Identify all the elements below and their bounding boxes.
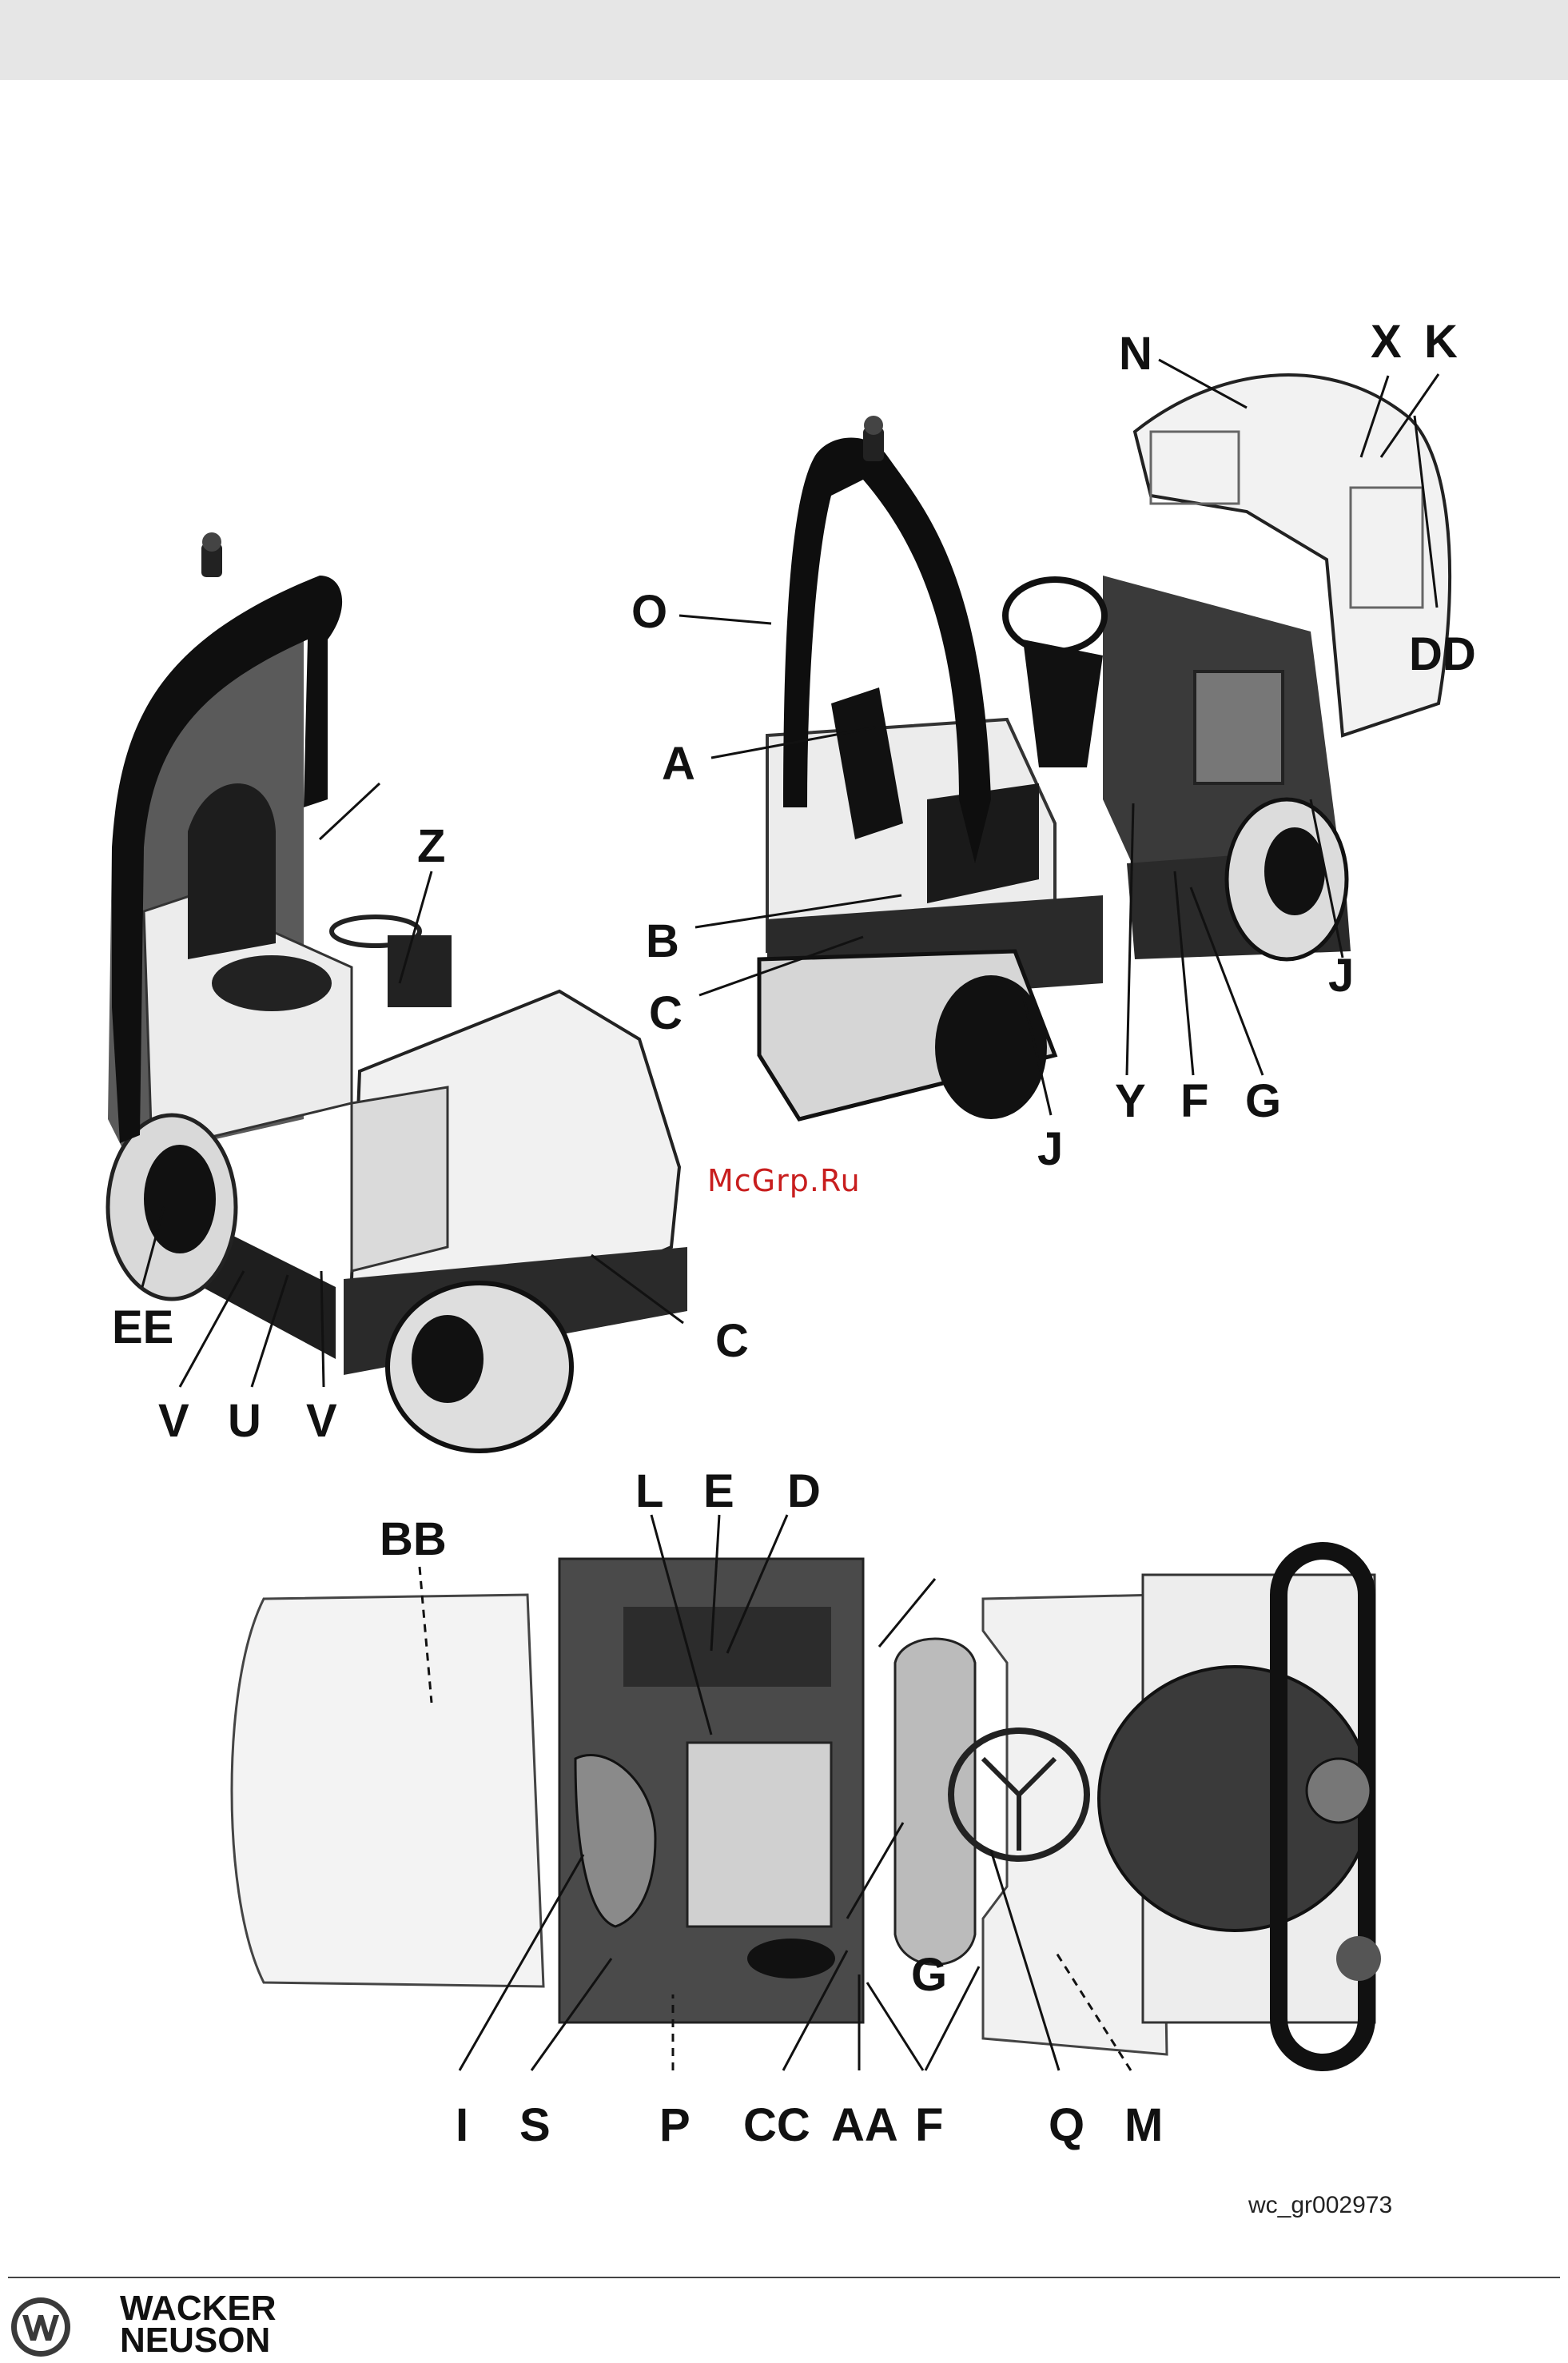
roller-hood-open-view (759, 375, 1450, 1119)
callout-j-center: J (1037, 1123, 1063, 1175)
callout-y: Y (1115, 1075, 1146, 1127)
callout-dd: DD (1409, 628, 1476, 680)
callout-c-left: C (715, 1315, 749, 1367)
callout-v-right: V (306, 1395, 337, 1447)
callout-n: N (1119, 328, 1152, 380)
callout-g-bottom: G (911, 1949, 947, 2001)
callout-p: P (659, 2099, 690, 2151)
callout-g-top: G (1245, 1075, 1281, 1127)
callout-s: S (519, 2099, 551, 2151)
callout-q: Q (1049, 2099, 1084, 2151)
callout-x: X (1371, 316, 1402, 368)
watermark-text: McGrp.Ru (707, 1163, 861, 1198)
footer-divider (8, 2277, 1560, 2278)
brand-wordmark: WACKER NEUSON (120, 2293, 277, 2357)
callout-u: U (228, 1395, 261, 1447)
roller-top-view (232, 1551, 1381, 2062)
callout-m: M (1124, 2099, 1163, 2151)
callout-l: L (635, 1465, 663, 1517)
callout-a: A (662, 738, 695, 790)
callout-bb: BB (380, 1513, 447, 1565)
callout-aa: AA (831, 2099, 898, 2151)
callout-z: Z (417, 820, 445, 872)
brand-line-2: NEUSON (120, 2325, 277, 2357)
callout-j-right: J (1328, 950, 1354, 1002)
figure-id: wc_gr002973 (1248, 2192, 1392, 2219)
callout-c-top: C (649, 987, 683, 1039)
roller-front-view (108, 532, 687, 1451)
callout-i: I (456, 2099, 468, 2151)
callout-b: B (646, 915, 679, 967)
callout-f-bottom: F (915, 2099, 943, 2151)
wacker-neuson-logo-icon (10, 2296, 72, 2358)
callout-d: D (787, 1465, 821, 1517)
callout-ee: EE (112, 1301, 173, 1353)
callout-v-left: V (158, 1395, 189, 1447)
brand-line-1: WACKER (120, 2293, 277, 2325)
callout-f-top: F (1180, 1075, 1208, 1127)
callout-o: O (631, 586, 667, 638)
callout-e: E (703, 1465, 734, 1517)
callout-k: K (1424, 316, 1458, 368)
callout-cc: CC (743, 2099, 810, 2151)
